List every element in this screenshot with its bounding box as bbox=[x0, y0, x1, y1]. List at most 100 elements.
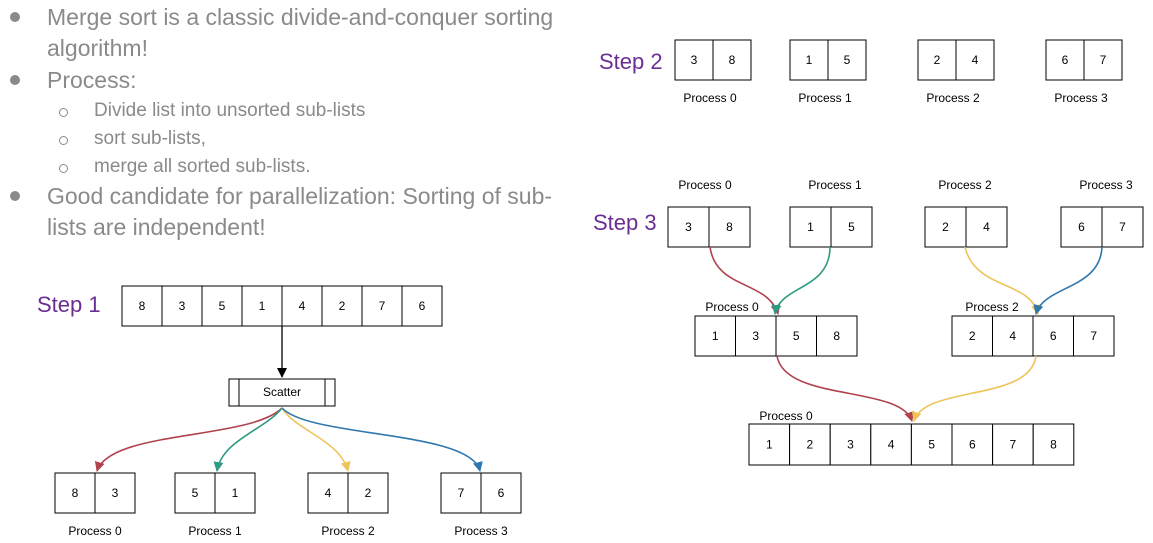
array-cell bbox=[214, 472, 256, 514]
array-cell bbox=[1073, 315, 1115, 357]
process-label: Process 3 bbox=[1054, 91, 1108, 105]
array-value: 1 bbox=[232, 486, 239, 500]
array-cell bbox=[1032, 423, 1075, 466]
array-cell bbox=[1045, 39, 1085, 81]
array-value: 8 bbox=[726, 220, 733, 234]
flow-arrow bbox=[281, 407, 483, 472]
array-value: 1 bbox=[712, 329, 719, 343]
array-cell bbox=[712, 39, 752, 81]
array-cell bbox=[401, 285, 443, 327]
array-value: 7 bbox=[1010, 438, 1017, 452]
bullet-text: Good candidate for parallelization: Sort… bbox=[47, 183, 553, 240]
array-value: 4 bbox=[983, 220, 990, 234]
step-3-label: Step 3 bbox=[593, 210, 657, 235]
bullet-list: Merge sort is a classic divide-and-conqu… bbox=[10, 2, 570, 244]
array-value: 3 bbox=[685, 220, 692, 234]
sub-bullet-circle-icon bbox=[59, 136, 68, 145]
array-value: 1 bbox=[807, 220, 814, 234]
array-value: 4 bbox=[972, 53, 979, 67]
array-cell bbox=[827, 39, 867, 81]
array-cell bbox=[951, 423, 994, 466]
array-value: 3 bbox=[179, 299, 186, 313]
array-value: 4 bbox=[1009, 329, 1016, 343]
array-cell bbox=[789, 206, 832, 248]
array-value: 5 bbox=[192, 486, 199, 500]
array-value: 6 bbox=[1078, 220, 1085, 234]
bullet-item: Merge sort is a classic divide-and-conqu… bbox=[10, 2, 570, 64]
array-cell bbox=[1060, 206, 1103, 248]
flow-arrow bbox=[771, 246, 831, 315]
sub-bullet-text: merge all sorted sub-lists. bbox=[94, 156, 311, 177]
array-value: 8 bbox=[139, 299, 146, 313]
sub-bullet-circle-icon bbox=[59, 108, 68, 117]
process-label: Process 0 bbox=[678, 178, 732, 192]
array-cell bbox=[951, 315, 993, 357]
array-value: 7 bbox=[1119, 220, 1126, 234]
array-cell bbox=[94, 472, 136, 514]
array-cell bbox=[789, 39, 829, 81]
array-value: 6 bbox=[969, 438, 976, 452]
array-cell bbox=[480, 472, 522, 514]
process-label: Process 1 bbox=[798, 91, 852, 105]
bullet-dot-icon bbox=[10, 75, 20, 85]
process-label: Process 1 bbox=[188, 524, 242, 538]
array-value: 2 bbox=[339, 299, 346, 313]
array-cell bbox=[321, 285, 363, 327]
array-cell bbox=[281, 285, 323, 327]
array-cell bbox=[667, 206, 710, 248]
process-label: Process 3 bbox=[1079, 178, 1133, 192]
array-value: 2 bbox=[365, 486, 372, 500]
process-label: Process 0 bbox=[759, 409, 813, 423]
array-cell bbox=[347, 472, 389, 514]
array-cell bbox=[1101, 206, 1144, 248]
array-value: 1 bbox=[766, 438, 773, 452]
array-value: 2 bbox=[969, 329, 976, 343]
array-cell bbox=[748, 423, 791, 466]
array-value: 5 bbox=[928, 438, 935, 452]
step-2-label: Step 2 bbox=[599, 49, 663, 74]
sub-bullet-circle-icon bbox=[59, 164, 68, 173]
bullet-dot-icon bbox=[10, 12, 20, 22]
array-value: 1 bbox=[806, 53, 813, 67]
scatter-node: Scatter bbox=[228, 378, 336, 407]
array-cell bbox=[121, 285, 163, 327]
flow-arrow bbox=[776, 355, 914, 422]
process-label: Process 2 bbox=[938, 178, 992, 192]
process-label: Process 0 bbox=[705, 300, 759, 314]
array-value: 7 bbox=[1100, 53, 1107, 67]
flow-arrow bbox=[281, 407, 351, 472]
array-value: 2 bbox=[942, 220, 949, 234]
process-label: Process 3 bbox=[454, 524, 508, 538]
array-cell bbox=[816, 315, 858, 357]
array-value: 3 bbox=[112, 486, 119, 500]
array-value: 3 bbox=[691, 53, 698, 67]
bullet-text: Merge sort is a classic divide-and-conqu… bbox=[47, 4, 554, 61]
array-cell bbox=[992, 315, 1034, 357]
array-cell bbox=[1032, 315, 1074, 357]
process-label: Process 1 bbox=[808, 178, 862, 192]
array-cell bbox=[965, 206, 1008, 248]
array-value: 6 bbox=[1050, 329, 1057, 343]
array-cell bbox=[924, 206, 967, 248]
array-value: 4 bbox=[888, 438, 895, 452]
sub-bullet-item: sort sub-lists, bbox=[10, 125, 570, 153]
array-value: 2 bbox=[807, 438, 814, 452]
array-value: 2 bbox=[934, 53, 941, 67]
array-value: 7 bbox=[458, 486, 465, 500]
array-cell bbox=[775, 315, 817, 357]
array-value: 5 bbox=[219, 299, 226, 313]
sub-bullet-item: merge all sorted sub-lists. bbox=[10, 153, 570, 181]
